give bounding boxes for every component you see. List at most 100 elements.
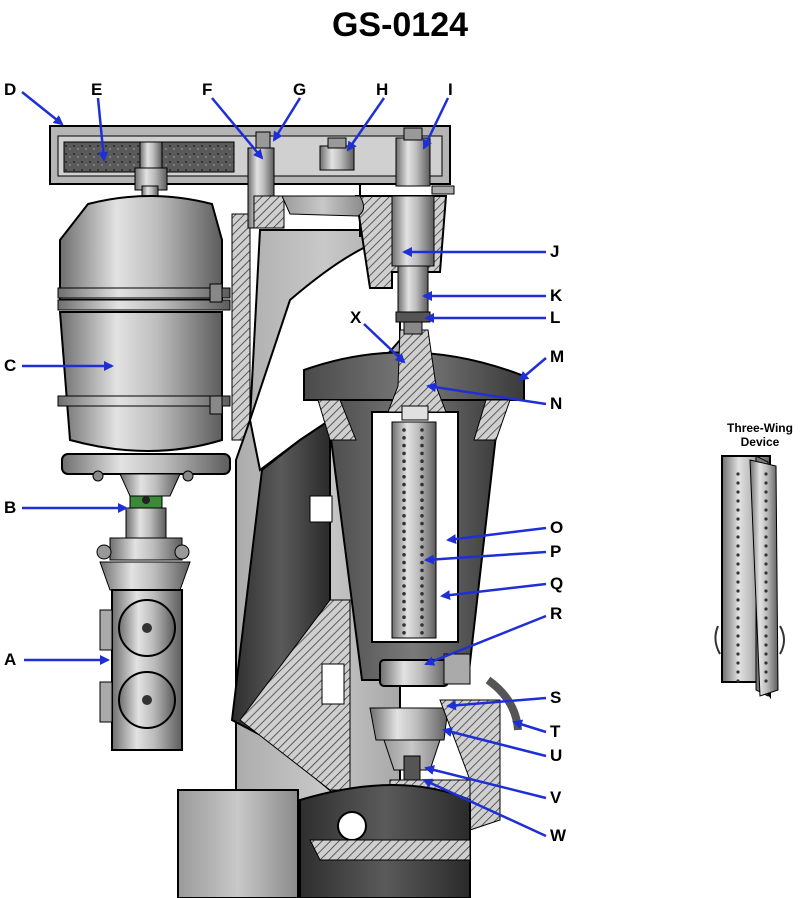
label-F: F [202,80,213,99]
perforation-hole [420,599,424,604]
inset-perforation-hole [764,616,768,620]
perforation-hole [420,521,424,526]
label-B: B [4,498,17,517]
inset-perforation-hole [736,553,740,557]
perforation-hole [420,436,424,440]
perforation-hole [402,428,406,432]
label-T: T [550,722,561,741]
perforation-hole [420,568,424,573]
inset-perforation-hole [736,625,740,629]
inset-perforation-hole [764,553,768,557]
inset-perforation-hole [764,643,768,647]
perforation-hole [420,584,424,588]
arrow-E [96,97,109,162]
perforation-hole [402,498,406,503]
lower-assembly [299,653,522,898]
inset-perforation-hole [736,535,740,539]
perforation-hole [402,537,406,541]
perforation-hole [420,475,424,479]
inset-perforation-hole [736,490,740,494]
perforation-hole [420,506,424,510]
arrow-I [422,97,450,150]
inset-caption: Three-Wing Device [700,421,800,449]
inset-perforation-hole [736,616,740,620]
inset-perforation-hole [736,589,740,593]
inset-perforation-hole [764,670,768,674]
label-L: L [550,308,561,327]
inset-caption-line1: Three-Wing [727,421,793,435]
perforation-hole [420,459,424,464]
perforation-hole [402,584,406,588]
inset-perforation-hole [764,517,768,521]
inset-perforation-hole [736,481,740,485]
inset-perforation-hole [736,652,740,656]
label-V: V [550,788,562,807]
perforation-hole [420,451,424,456]
callout-arrows [21,91,547,838]
perforation-hole [402,443,406,448]
arrow-U [442,727,547,758]
perforation-hole [420,576,424,580]
arrow-H [346,97,386,152]
label-N: N [550,394,563,413]
perforation-hole [402,553,406,557]
inset-perforation-hole [764,535,768,539]
inset-perforation-hole [764,634,768,638]
label-P: P [550,542,562,561]
perforation-hole [402,607,406,612]
arrow-T [512,719,547,734]
arrow-F [211,97,264,160]
perforation-hole [402,560,406,565]
perforation-hole [420,537,424,541]
perforation-hole [402,506,406,510]
inset-perforation-hole [764,562,768,566]
arrow-X [363,323,406,364]
label-Q: Q [550,574,564,593]
inset-perforation-hole [764,571,768,575]
perforation-hole [402,576,406,580]
perforation-hole [402,521,406,526]
perforation-hole [420,428,424,432]
label-D: D [4,80,17,99]
perforation-hole [402,467,406,471]
perforation-hole [420,498,424,503]
inset-perforation-hole [764,508,768,512]
perforation-hole [420,545,424,549]
label-W: W [550,826,567,845]
arrow-V [424,765,547,800]
perforation-hole [402,459,406,464]
perforation-hole [402,436,406,440]
perforation-hole [402,623,406,627]
inset-perforation-hole [736,499,740,503]
perforation-hole [402,490,406,495]
inset-perforation-hole [736,598,740,602]
perforation-hole [420,514,424,518]
label-S: S [550,688,562,707]
perforation-hole [402,599,406,604]
inset-perforation-hole [736,526,740,530]
perforation-hole [402,631,406,635]
perforation-hole [420,467,424,471]
perforation-hole [420,490,424,495]
inset-perforation-hole [764,652,768,656]
top-fittings [247,127,431,229]
inset-perforation-hole [736,607,740,611]
actuator-cylinder [57,185,231,482]
arrow-R [424,614,547,666]
inset-perforation-hole [736,508,740,512]
inset-perforation-hole [736,643,740,647]
perforation-hole [420,482,424,487]
perforation-hole [402,482,406,487]
arrow-Q [440,582,547,601]
inset-perforation-hole [736,544,740,548]
inset-caption-line2: Device [740,435,780,449]
upper-gland [354,185,455,335]
inset-perforation-hole [736,661,740,665]
inset-perforation-hole [764,607,768,611]
inset-perforation-hole [764,526,768,530]
inset-perforation-hole [736,571,740,575]
lower-valve-body [96,537,191,751]
arrow-S [446,696,547,711]
perforation-hole [420,623,424,627]
label-X: X [350,308,362,327]
